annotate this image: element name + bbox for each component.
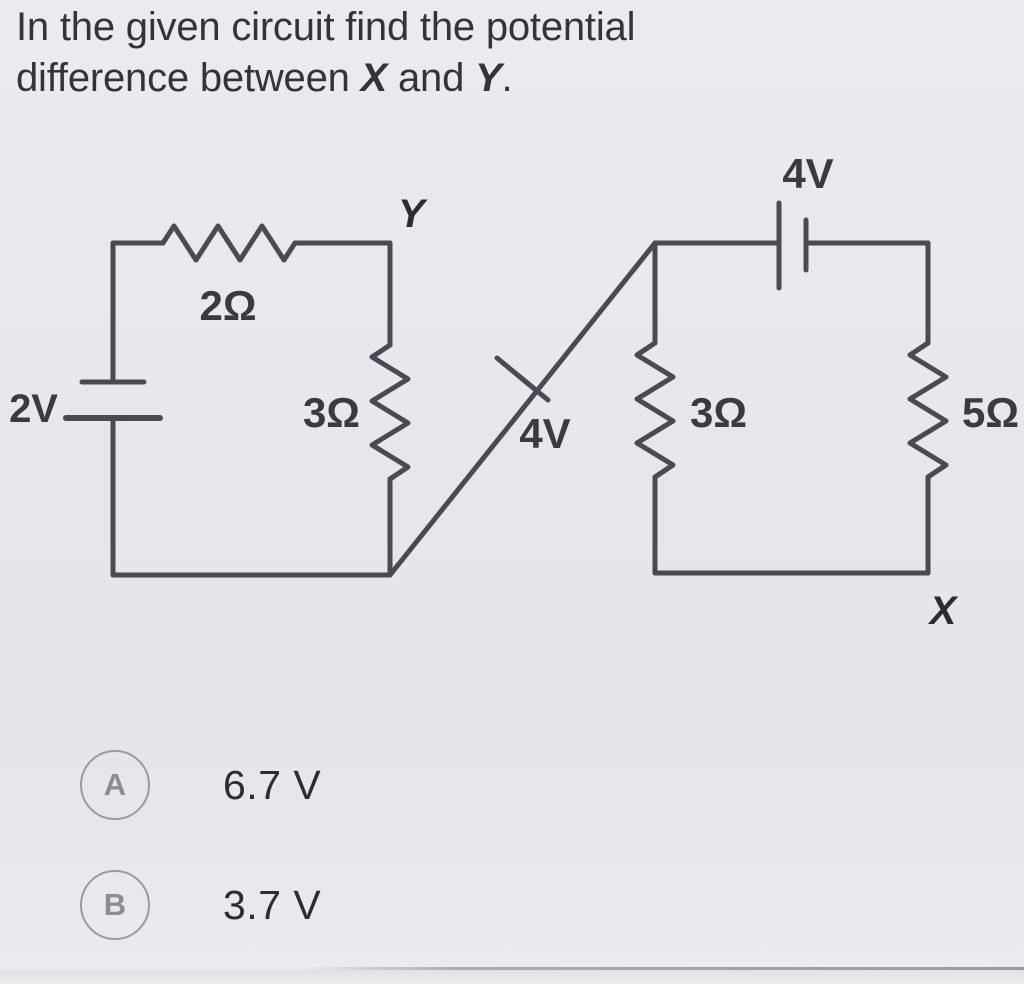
circuit-wires bbox=[63, 200, 949, 578]
label-battery-4v-diagonal: 4V bbox=[519, 410, 570, 457]
option-a[interactable]: A 6.7 V bbox=[80, 725, 780, 845]
resistor-3ohm-right-symbol bbox=[634, 340, 676, 480]
page-bottom-shadow bbox=[0, 970, 1024, 984]
question-node-y: Y bbox=[475, 56, 502, 101]
page-edge-line bbox=[300, 967, 1024, 970]
question-line-2-mid: and bbox=[387, 56, 476, 101]
question-node-x: X bbox=[360, 56, 388, 101]
label-resistor-2ohm: 2Ω bbox=[199, 282, 256, 329]
question-line-2-prefix: difference between bbox=[16, 56, 361, 101]
label-resistor-3ohm-left: 3Ω bbox=[303, 389, 360, 436]
resistor-3ohm-left-symbol bbox=[369, 342, 411, 482]
option-a-label[interactable]: 6.7 V bbox=[223, 761, 322, 808]
label-resistor-5ohm: 5Ω bbox=[962, 389, 1019, 436]
label-resistor-3ohm-right: 3Ω bbox=[690, 389, 747, 436]
wire-diagonal-link bbox=[387, 240, 658, 578]
option-a-bullet[interactable]: A bbox=[80, 750, 150, 820]
option-b-label[interactable]: 3.7 V bbox=[223, 881, 322, 928]
answer-options: A 6.7 V B 3.7 V bbox=[80, 725, 780, 965]
circuit-figure: 2V 2Ω 3Ω 4V 4V 3Ω 5Ω Y X bbox=[0, 130, 1024, 650]
resistor-2ohm-symbol bbox=[160, 223, 298, 263]
node-label-y: Y bbox=[398, 192, 428, 236]
resistor-5ohm-symbol bbox=[907, 340, 949, 480]
option-b[interactable]: B 3.7 V bbox=[80, 845, 780, 965]
battery-4v-diagonal-plate-short bbox=[517, 374, 551, 403]
option-b-bullet[interactable]: B bbox=[80, 870, 150, 940]
question-text: In the given circuit find the potential d… bbox=[16, 2, 1016, 104]
label-battery-2v: 2V bbox=[9, 387, 58, 431]
circuit-svg: 2V 2Ω 3Ω 4V 4V 3Ω 5Ω Y X bbox=[9, 150, 1019, 633]
question-line-1: In the given circuit find the potential bbox=[16, 5, 636, 49]
node-label-x: X bbox=[928, 589, 959, 633]
question-line-2-suffix: . bbox=[501, 56, 513, 101]
label-battery-4v-top: 4V bbox=[782, 150, 833, 197]
